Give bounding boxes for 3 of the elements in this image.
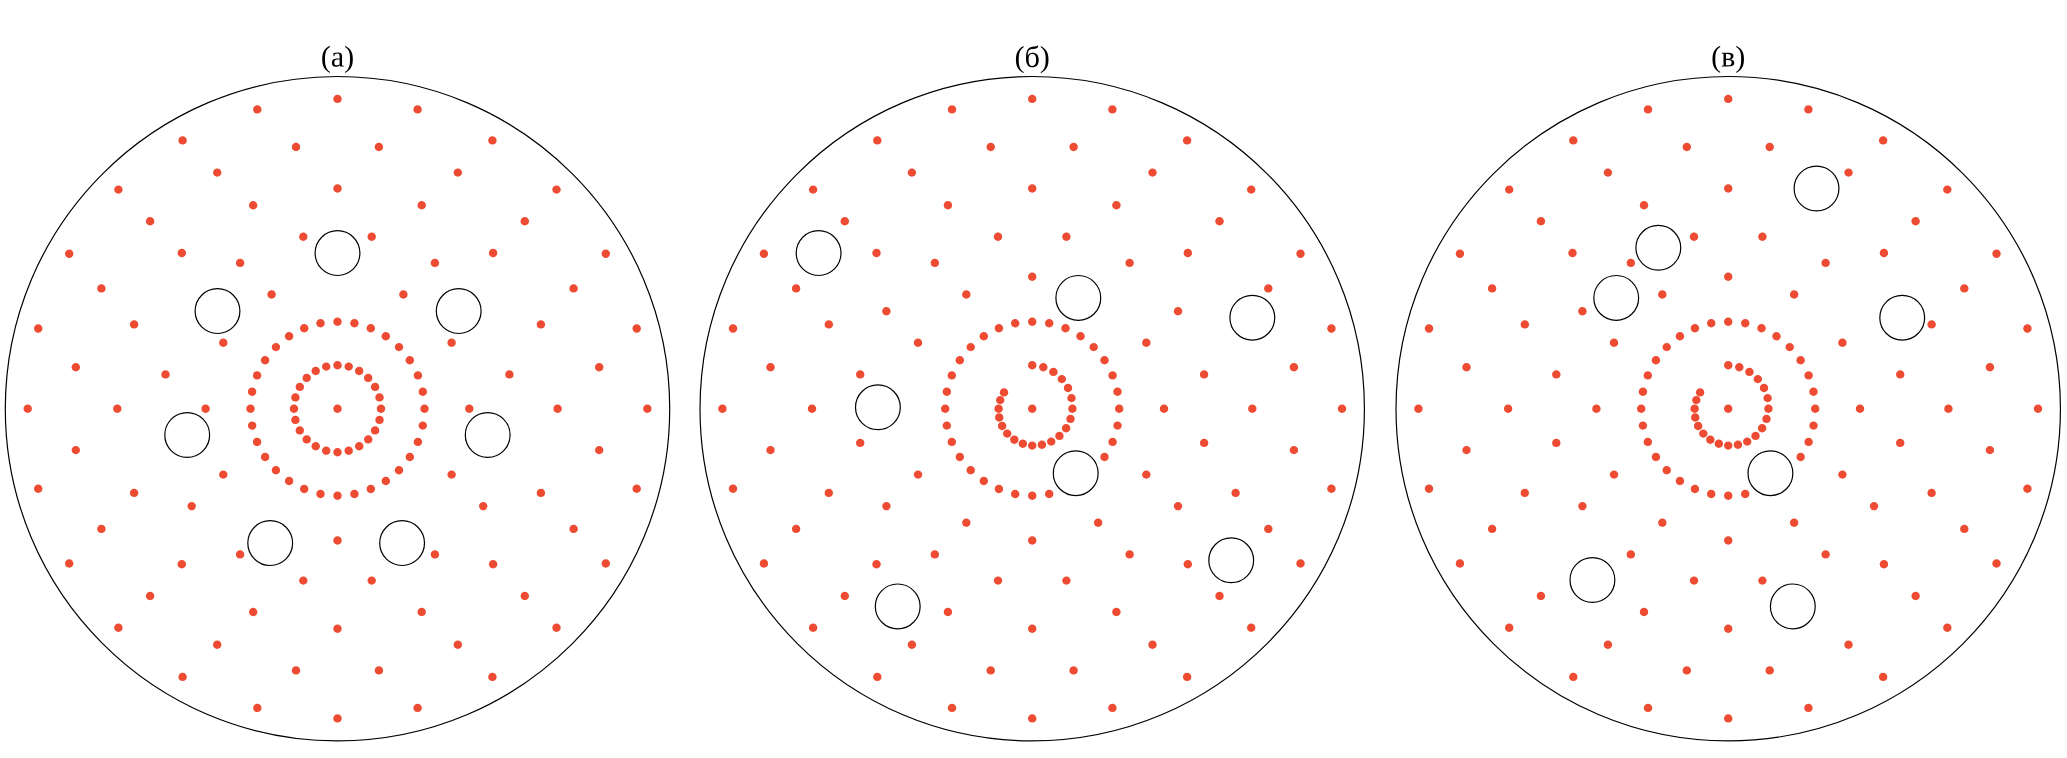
panel-label: (а) — [322, 45, 353, 73]
panel-label: (б) — [1015, 45, 1049, 74]
panel-label: (в) — [1712, 45, 1744, 73]
